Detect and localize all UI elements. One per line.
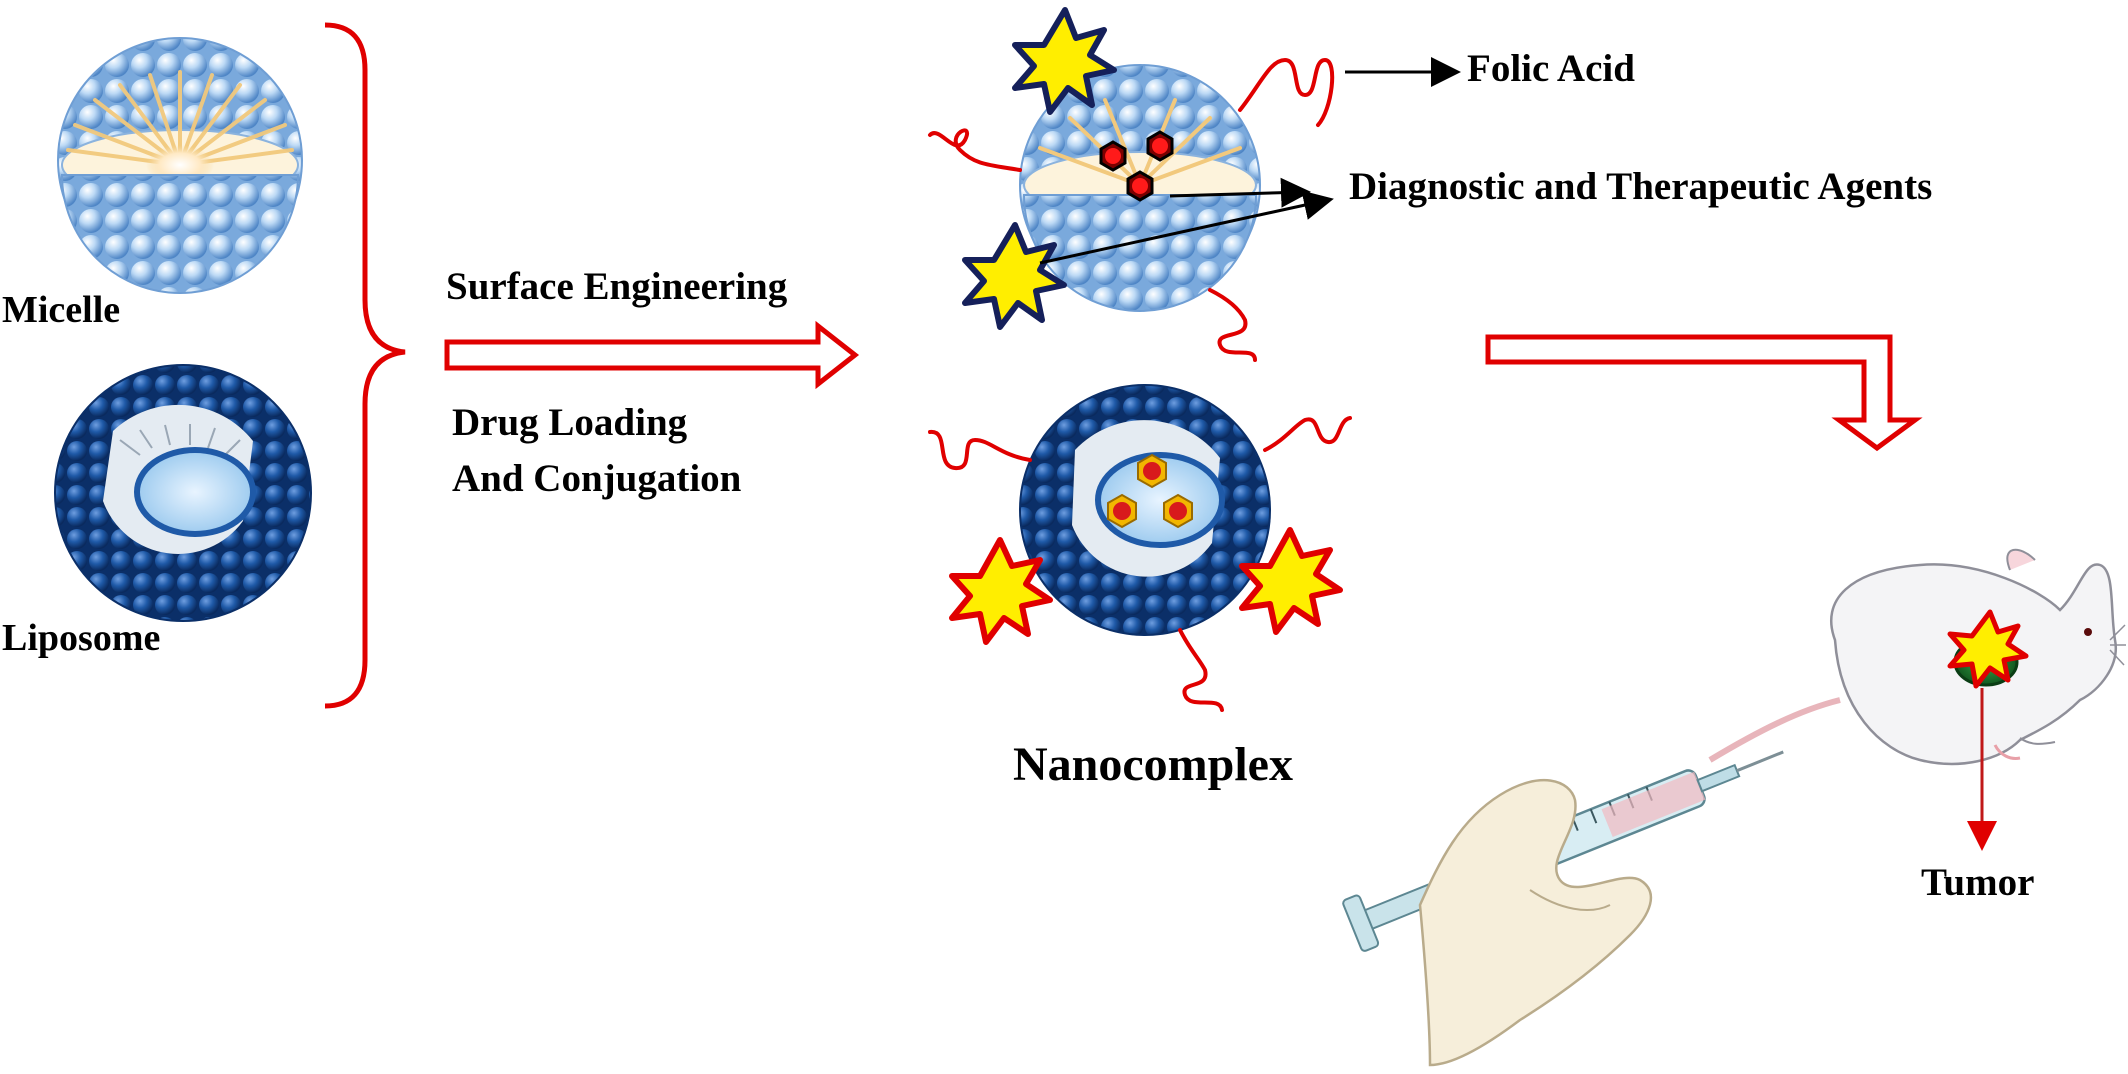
agents-pointer-2 <box>1039 190 1334 265</box>
micelle-illustration <box>57 37 303 294</box>
folic-acid-ligands <box>928 416 1352 712</box>
drug-hexagon <box>1107 493 1137 529</box>
grouping-brace <box>324 22 406 709</box>
agents-label: Diagnostic and Therapeutic Agents <box>1349 165 1933 208</box>
folic-acid-ligands <box>928 57 1335 362</box>
drug-hexagon <box>1146 130 1174 162</box>
process-arrow <box>444 320 860 390</box>
agents-pointer-1 <box>1169 177 1311 208</box>
nanocomplex-liposome <box>1019 384 1271 636</box>
drug-hexagon <box>1163 493 1193 529</box>
liposome-illustration <box>54 364 312 622</box>
nanocomplex-label: Nanocomplex <box>1013 738 1293 791</box>
drug-loading-label: Drug Loading <box>452 401 688 444</box>
micelle-label: Micelle <box>2 289 121 331</box>
delivery-arrow <box>1485 334 1923 452</box>
liposome-label: Liposome <box>2 617 161 659</box>
imaging-agent-stars <box>949 7 1343 645</box>
tumor-label: Tumor <box>1921 861 2035 904</box>
nanocomplex-micelle <box>1019 64 1261 312</box>
hand-crease <box>1529 889 1611 911</box>
mouse-illustration <box>1708 548 2126 766</box>
hand-illustration <box>1418 778 1652 1067</box>
surface-engineering-label: Surface Engineering <box>446 265 788 308</box>
drug-hexagon <box>1099 140 1127 172</box>
drug-hexagon <box>1126 170 1154 202</box>
conjugation-label: And Conjugation <box>452 457 742 500</box>
drug-hexagon <box>1137 453 1167 489</box>
folic-acid-label: Folic Acid <box>1467 47 1635 90</box>
